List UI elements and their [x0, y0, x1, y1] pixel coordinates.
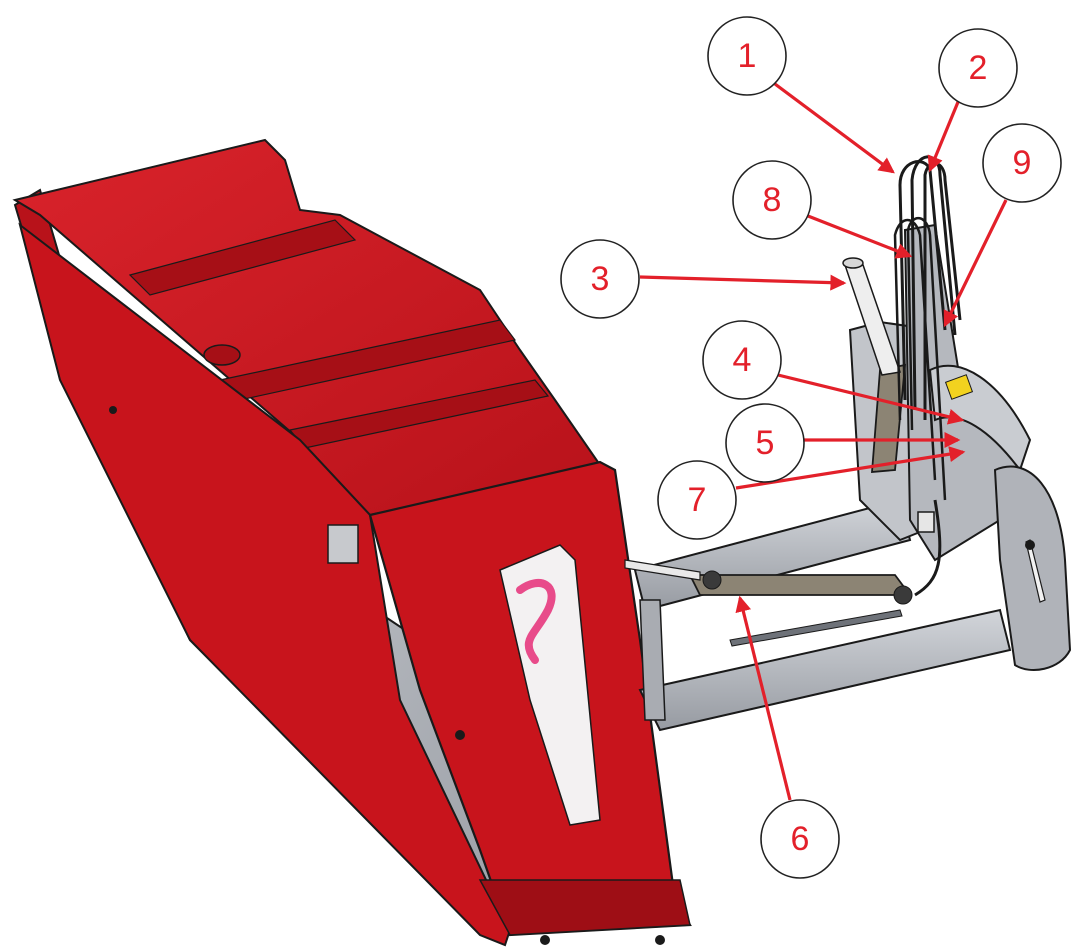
svg-text:3: 3 — [591, 260, 610, 298]
bucket-bolt-1 — [455, 730, 465, 740]
frame-yellow-decal — [944, 374, 974, 400]
hose-loop-5 — [906, 217, 947, 501]
frame-rod — [729, 609, 903, 647]
leader-arrow-1 — [774, 82, 895, 174]
callout-4: 4 — [702, 320, 782, 400]
svg-text:1: 1 — [738, 37, 757, 75]
leader-arrow-8 — [807, 214, 913, 259]
hose-loop-2 — [910, 155, 957, 411]
lift-cylinder-cap — [842, 257, 864, 269]
bucket-decal — [499, 544, 601, 826]
bucket-bolt-3 — [655, 935, 665, 945]
svg-text:9: 9 — [1013, 144, 1032, 182]
decal-logo-mark — [516, 578, 556, 664]
hose-coupler — [917, 511, 935, 533]
svg-text:8: 8 — [763, 181, 782, 219]
callout-9: 9 — [982, 123, 1062, 203]
svg-text:6: 6 — [791, 820, 810, 858]
bucket-bracket — [327, 524, 359, 564]
hose-lower — [914, 499, 942, 597]
callout-7: 7 — [657, 460, 737, 540]
leader-arrow-6 — [735, 595, 792, 801]
svg-text:2: 2 — [969, 49, 988, 87]
callout-3: 3 — [560, 239, 640, 319]
svg-text:5: 5 — [756, 424, 775, 462]
leader-arrow-2 — [927, 101, 960, 173]
tilt-cylinder-rod — [624, 559, 701, 581]
bucket-bolt-4 — [109, 406, 117, 414]
bucket — [12, 138, 692, 947]
svg-text:7: 7 — [688, 481, 707, 519]
callout-1: 1 — [707, 16, 787, 96]
bucket-bolt-2 — [540, 935, 550, 945]
bucket-lift-eye — [203, 344, 241, 366]
tilt-cylinder — [688, 574, 912, 596]
svg-text:4: 4 — [733, 341, 752, 379]
callout-5: 5 — [725, 403, 805, 483]
callout-8: 8 — [732, 160, 812, 240]
bucket-front-face — [18, 222, 512, 947]
bucket-cutting-edge — [478, 879, 691, 936]
frame-cross-1 — [639, 599, 666, 721]
callout-6: 6 — [760, 799, 840, 879]
callout-2: 2 — [938, 28, 1018, 108]
tilt-cylinder-eye — [702, 570, 722, 590]
leader-arrow-4 — [777, 373, 965, 425]
frame-pin-head — [1025, 540, 1035, 550]
leader-arrow-7 — [735, 446, 966, 490]
callout-leaders — [639, 82, 1008, 801]
leader-arrow-3 — [639, 274, 847, 291]
leader-arrow-9 — [943, 199, 1008, 328]
hose-loop-4 — [893, 218, 937, 481]
bucket-rib-1 — [128, 219, 357, 296]
tilt-cylinder-pivot — [893, 585, 913, 605]
